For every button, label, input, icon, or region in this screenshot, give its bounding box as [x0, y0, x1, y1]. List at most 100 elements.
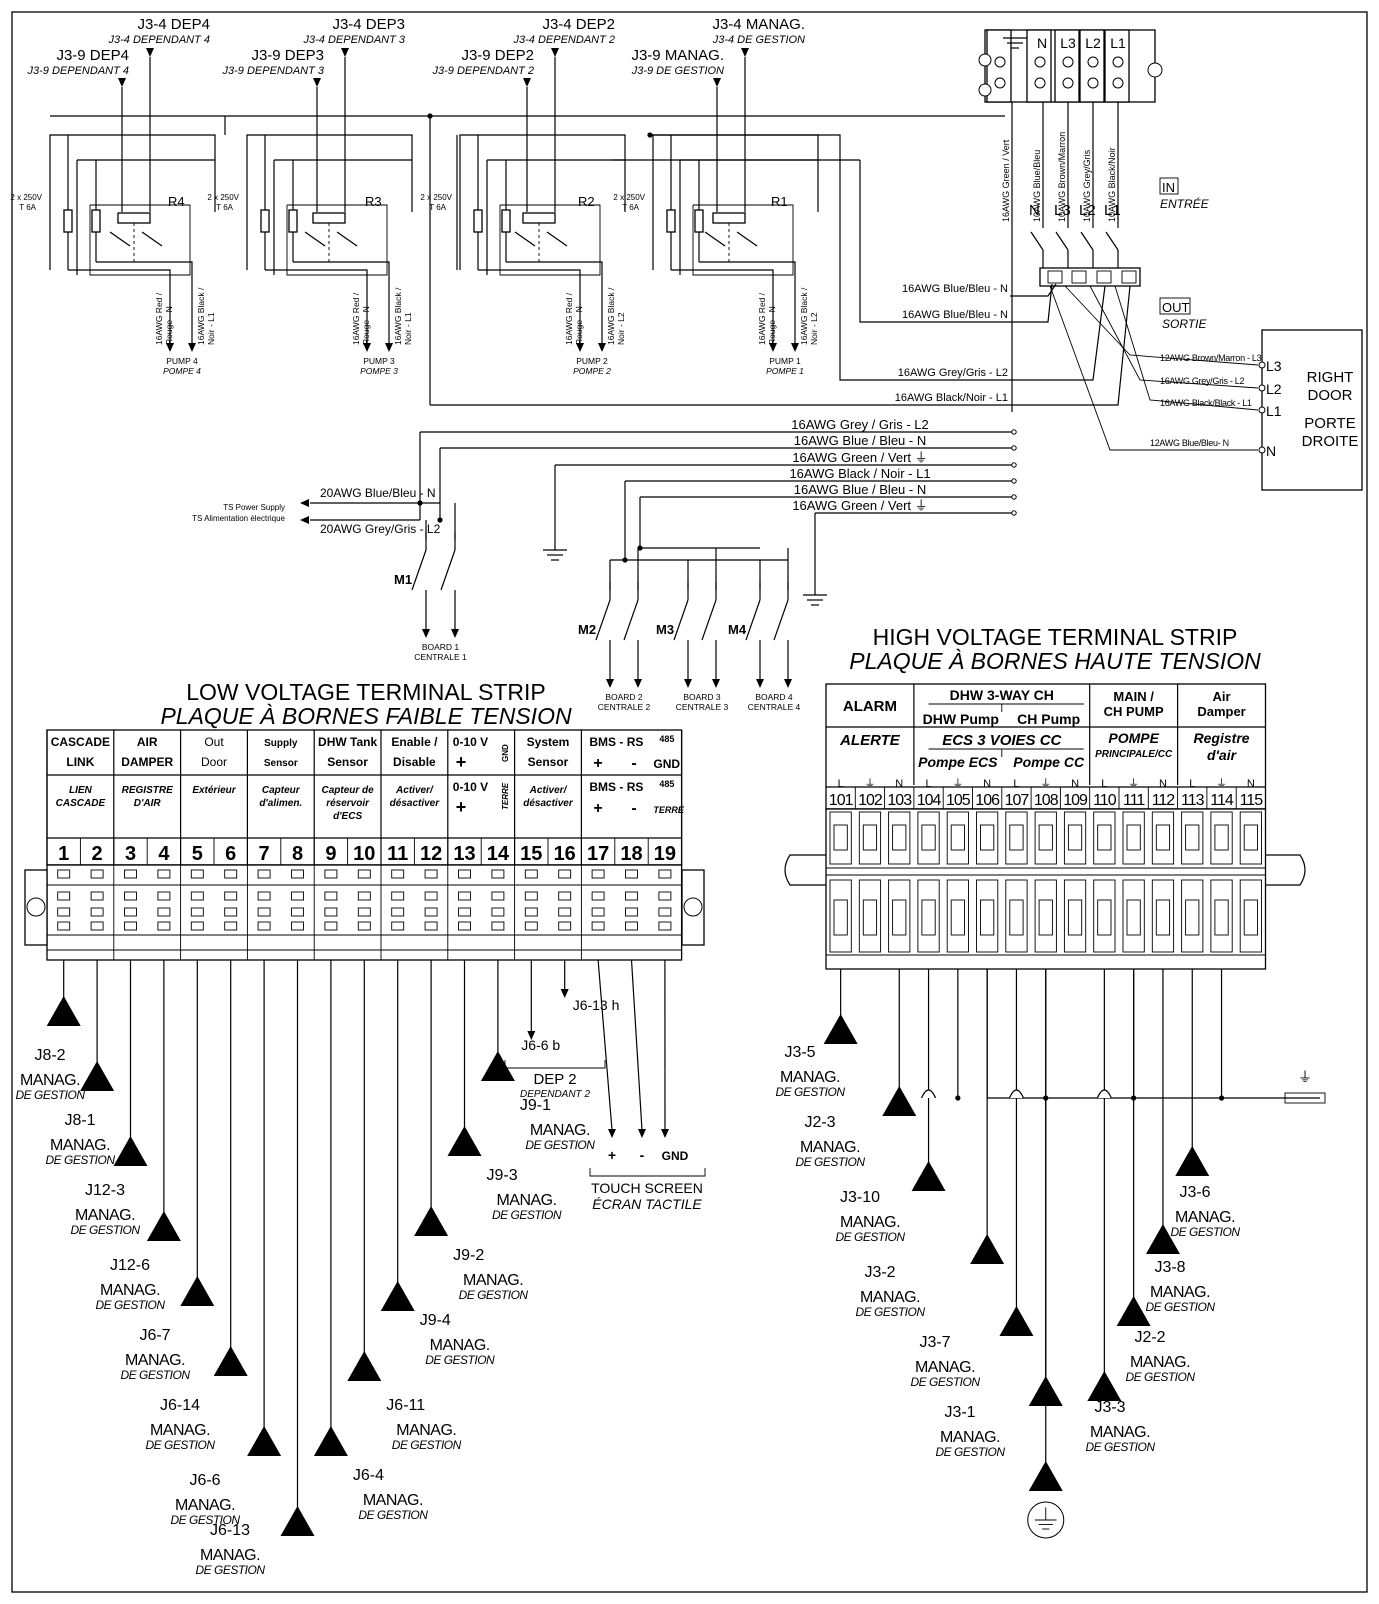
connector-triangle-icon — [247, 1426, 282, 1456]
ts-wire-label: 20AWG Grey/Gris - L2 — [320, 522, 441, 536]
hv-cell-window — [950, 899, 965, 936]
lv-cell-slot — [90, 921, 104, 931]
hv-cell-lower — [1181, 879, 1204, 953]
pump-wire-left-2: Rouge - N — [767, 306, 777, 345]
right-door-wire-label: 16AWG Black/Black - L1 — [1160, 398, 1252, 408]
lv-cell-slot — [591, 907, 605, 917]
arrow-left-icon — [300, 516, 309, 524]
lv-group-en: Supply — [264, 738, 298, 749]
relay-name: R2 — [578, 194, 595, 209]
hv-ch-pump: CH Pump — [1017, 711, 1080, 727]
terminal-cell — [1096, 270, 1112, 284]
mount-screw-icon — [978, 83, 992, 97]
relay-mid-label: J3-9 MANAG. — [631, 47, 724, 64]
connector-triangle-icon — [1116, 1296, 1151, 1326]
lv-terminal-number: 10 — [353, 843, 375, 865]
wire — [459, 134, 626, 270]
hv-cell-window — [1243, 824, 1258, 851]
bus-wire-label: 16AWG Grey / Gris - L2 — [791, 417, 929, 432]
connector-triangle-icon — [447, 1126, 482, 1156]
lv-cell-slot — [57, 869, 71, 879]
relay-top-sub: J3-4 DEPENDANT 3 — [303, 34, 406, 46]
arrow-down-icon — [608, 1129, 616, 1138]
arrow-down-icon — [146, 48, 154, 57]
lv-terminal-number: 2 — [92, 843, 103, 865]
arrow-down-icon — [598, 343, 606, 352]
lv-group-fr: Capteur de — [321, 785, 374, 796]
relay-mid-sub: J3-9 DEPENDANT 4 — [27, 65, 129, 77]
dep2-name-fr: DEPENDANT 2 — [520, 1089, 590, 1100]
lv-connection-l1: MANAG. — [150, 1422, 210, 1439]
hv-cell-upper — [1210, 811, 1233, 865]
lv-terminal-number: 3 — [125, 843, 136, 865]
hv-cell-window — [862, 899, 878, 936]
hv-pin-letter: N — [1071, 778, 1079, 790]
terminal-ring — [1011, 429, 1017, 435]
arrow-down-icon — [784, 679, 792, 688]
hv-air2: Damper — [1197, 704, 1245, 719]
pump-wire-right: 16AWG Black / — [606, 287, 616, 345]
hv-pin-letter: ⏚ — [952, 777, 963, 790]
right-door-terminal: L2 — [1266, 381, 1282, 397]
right-door-outline — [1261, 329, 1363, 491]
lv-connection-l1: MANAG. — [75, 1207, 135, 1224]
lv-group-en: 0-10 V — [453, 735, 488, 749]
relay-contact — [514, 231, 536, 247]
lv-cell-slot — [357, 921, 371, 931]
terminal-ring — [1258, 361, 1266, 369]
ground-icon — [543, 549, 567, 561]
lv-cell-slot — [357, 891, 371, 901]
arrow-down-icon — [166, 343, 174, 352]
lv-group-fr: Activer/ — [395, 785, 434, 796]
arrow-down-icon — [451, 629, 459, 638]
ground-lug-icon — [1284, 1092, 1326, 1104]
hv-connection-l1: MANAG. — [1130, 1354, 1190, 1371]
fuse-rating: 2 x 250V — [613, 193, 645, 202]
connector-triangle-icon — [180, 1276, 215, 1306]
lv-cell-slot — [190, 921, 204, 931]
lv-connection-l1: MANAG. — [200, 1547, 260, 1564]
lv-cell-slot — [491, 891, 505, 901]
ts-label: TS Power Supply — [223, 503, 285, 512]
hv-main: MAIN / — [1113, 689, 1154, 704]
hv-connection-l2: DE GESTION — [935, 1445, 1005, 1459]
lv-group-fr: BMS - RS — [589, 780, 643, 794]
lv-connection-l2: DE GESTION — [425, 1353, 495, 1367]
lv-connection-l2: DE GESTION — [45, 1153, 115, 1167]
wire — [246, 134, 413, 270]
hv-cell-window — [1097, 824, 1112, 851]
wire — [265, 269, 368, 345]
wire — [478, 269, 581, 345]
terminal-screw-icon — [994, 56, 1006, 68]
hv-pin-letter: N — [983, 778, 991, 790]
board-switch-label: M1 — [394, 572, 412, 587]
lv-group-en2: Sensor — [528, 755, 569, 769]
right-door-title: RIGHT — [1307, 369, 1354, 386]
lv-terminal-number: 11 — [387, 843, 408, 865]
lv-cell-slot — [324, 907, 338, 917]
hv-pin-letter: N — [895, 778, 903, 790]
ground-icon — [1003, 37, 1027, 49]
pump-wire-right: 16AWG Black / — [799, 287, 809, 345]
hv-connection-l1: MANAG. — [800, 1139, 860, 1156]
lv-group-en3: - — [631, 755, 636, 772]
input-wire-label: 16AWG Green / Vert — [1001, 139, 1011, 222]
right-door-wire-label: 16AWG Grey/Gris - L2 — [1160, 376, 1244, 386]
switch-blade — [1030, 231, 1044, 251]
lv-connection-code: J8-2 — [34, 1047, 65, 1064]
ground-icon — [803, 594, 827, 606]
board-switch — [701, 582, 717, 658]
terminal-screw-icon — [1087, 77, 1099, 89]
fuse-icon — [694, 209, 704, 233]
lv-cell-slot — [658, 921, 672, 931]
hv-pin-letter: L — [838, 778, 844, 790]
connector-triangle-icon — [970, 1234, 1005, 1264]
lv-cell-slot — [257, 869, 271, 879]
junction-dot — [1131, 1095, 1137, 1101]
lv-connection-l2: DE GESTION — [170, 1513, 240, 1527]
